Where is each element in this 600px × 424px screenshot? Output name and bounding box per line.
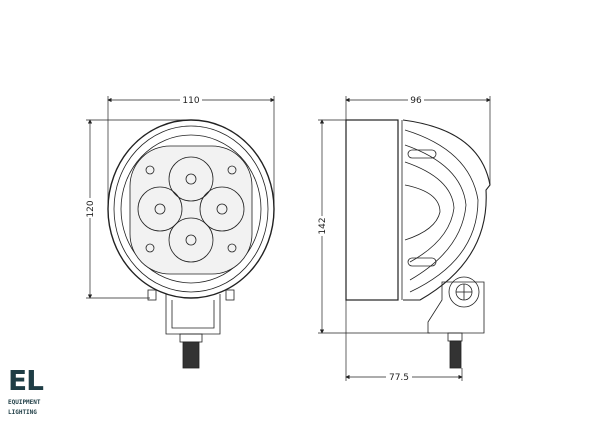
dim-side-depth: 96 — [410, 96, 422, 106]
dim-side-height: 142 — [318, 217, 328, 234]
dim-front-width: 110 — [182, 96, 199, 106]
company-logo: EL EQUIPMENT LIGHTING — [8, 364, 44, 418]
logo-mark: EL — [8, 364, 44, 397]
led-right — [199, 186, 245, 232]
logo-line2: LIGHTING — [8, 409, 37, 416]
led-bottom — [168, 217, 214, 263]
led-top — [168, 156, 214, 202]
side-view — [345, 119, 491, 369]
led-left — [137, 186, 183, 232]
dim-front-height: 120 — [86, 200, 96, 217]
logo-line1: EQUIPMENT — [8, 399, 41, 406]
dim-bracket-offset: 77.5 — [389, 373, 409, 383]
front-view — [107, 119, 275, 369]
